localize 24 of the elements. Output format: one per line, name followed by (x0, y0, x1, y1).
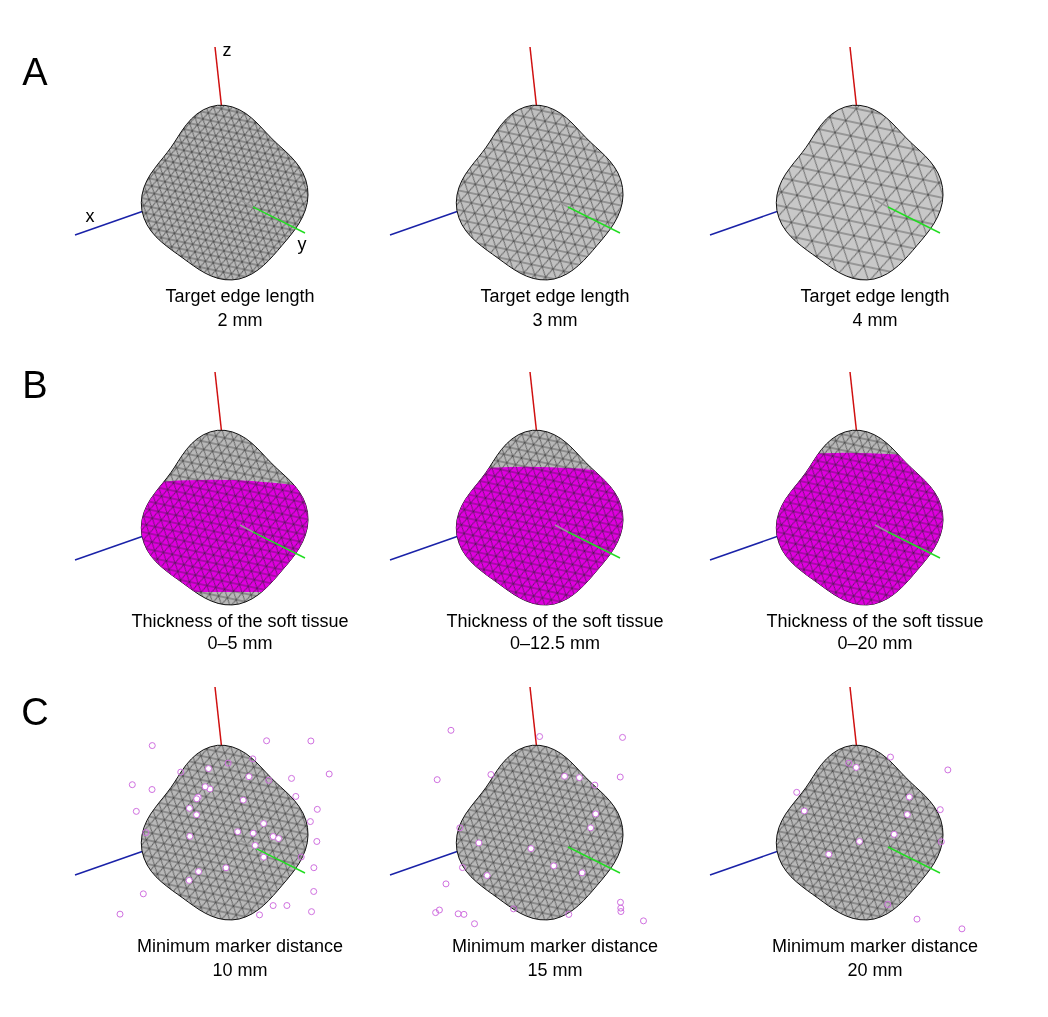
panel-caption: Thickness of the soft tissue (131, 612, 349, 630)
panel-caption: 0–12.5 mm (510, 634, 600, 652)
panel-caption: 4 mm (852, 311, 898, 329)
panel-caption: 0–5 mm (207, 634, 273, 652)
panel-caption: Minimum marker distance (771, 937, 979, 955)
panel-letter: A (22, 53, 48, 91)
panel-caption: Target edge length (165, 287, 315, 305)
panel-caption: Thickness of the soft tissue (766, 612, 984, 630)
panel-caption: 20 mm (847, 961, 903, 979)
panel-caption: Minimum marker distance (136, 937, 344, 955)
panel-caption: 3 mm (532, 311, 578, 329)
panel-letter: B (22, 366, 48, 404)
axis-label: x (85, 207, 95, 225)
panel-caption: 2 mm (217, 311, 263, 329)
panel-caption: 0–20 mm (837, 634, 913, 652)
panel-caption: Target edge length (480, 287, 630, 305)
axis-label: z (222, 41, 232, 59)
axis-label: y (297, 235, 307, 253)
panel-caption: Target edge length (800, 287, 950, 305)
panel-caption: Minimum marker distance (451, 937, 659, 955)
panel-caption: 10 mm (212, 961, 268, 979)
panel-letter: C (21, 693, 49, 731)
panel-caption: 15 mm (527, 961, 583, 979)
panel-caption: Thickness of the soft tissue (446, 612, 664, 630)
